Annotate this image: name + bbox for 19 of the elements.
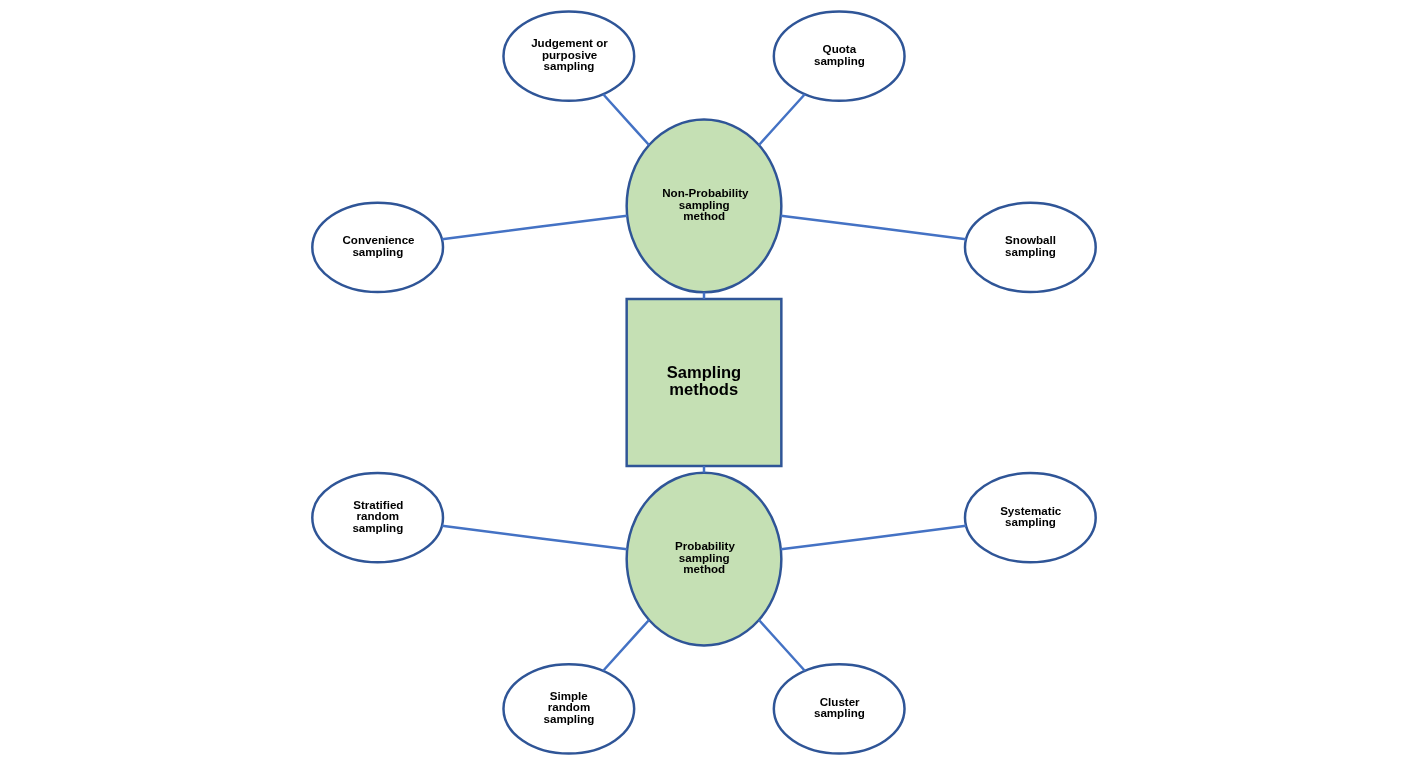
- connector: [441, 214, 627, 241]
- node-ellipse: Judgement or purposive sampling: [501, 10, 635, 103]
- node-ellipse: Convenience sampling: [310, 201, 444, 294]
- node-ellipse: Probability sampling method: [624, 471, 783, 647]
- node-box: Sampling methods: [624, 297, 783, 468]
- node-ellipse: Simple random sampling: [501, 662, 635, 755]
- connector: [441, 524, 627, 551]
- node-ellipse: Cluster sampling: [772, 662, 906, 755]
- node-ellipse: Snowball sampling: [963, 201, 1097, 294]
- node-ellipse: Stratified random sampling: [310, 471, 444, 564]
- node-ellipse: Non-Probability sampling method: [624, 118, 783, 294]
- connector: [780, 214, 966, 241]
- node-ellipse: Systematic sampling: [963, 471, 1097, 564]
- connector: [757, 619, 806, 672]
- connector: [601, 619, 650, 672]
- connector: [757, 93, 806, 146]
- node-ellipse: Quota sampling: [772, 10, 906, 103]
- connector: [601, 93, 650, 146]
- connector: [780, 524, 966, 551]
